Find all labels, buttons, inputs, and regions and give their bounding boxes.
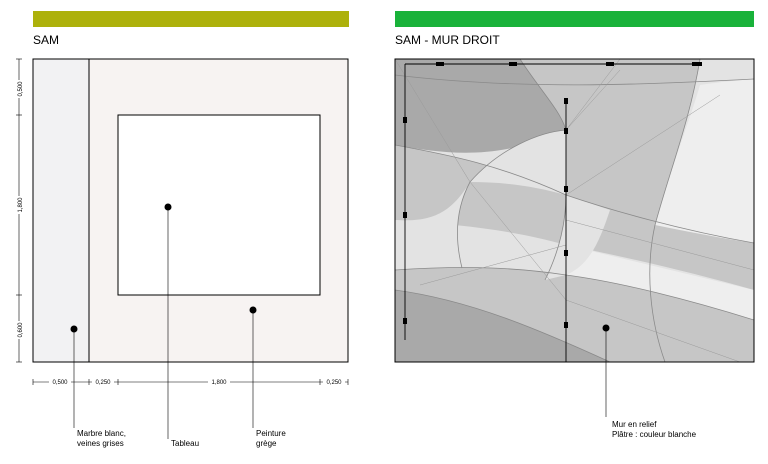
relief-surface-light (470, 130, 566, 195)
relief-surface-lightest (566, 245, 754, 320)
left-panel-title: SAM (33, 33, 60, 47)
right-header-bar (395, 11, 754, 27)
relief-wall-callout-line-2: Plâtre : couleur blanche (612, 430, 697, 439)
left-header-bar (33, 11, 349, 27)
painting-callout: Tableau (171, 439, 199, 449)
paint-callout-line-1: Peinture (256, 429, 286, 438)
marble-strip (32, 58, 90, 363)
paint-callout: Peinture grège (256, 429, 286, 449)
relief-surface-light (395, 182, 470, 268)
relief-surface-lightest (655, 79, 754, 243)
relief-wall-callout-line-1: Mur en relief (612, 420, 657, 429)
relief-wall-frame (394, 58, 755, 363)
marble-callout-line-1: Marbre blanc, (77, 429, 126, 438)
relief-wall-callout: Mur en relief Plâtre : couleur blanche (612, 420, 696, 440)
relief-surface-light (545, 195, 610, 280)
vertical-dim-top: 0,500 (18, 81, 24, 97)
horizontal-dim-1: 0,500 (52, 380, 68, 386)
relief-surface-light (695, 59, 754, 85)
right-panel-title: SAM - MUR DROIT (395, 33, 500, 47)
relief-surface-dark (395, 290, 610, 362)
painting-callout-line-1: Tableau (171, 439, 200, 448)
horizontal-dim-4: 0,250 (326, 380, 342, 386)
paint-callout-line-2: grège (256, 439, 277, 448)
vertical-dim-bottom: 0,600 (18, 322, 24, 338)
marble-callout: Marbre blanc, veines grises (77, 429, 126, 449)
marble-callout-line-2: veines grises (77, 439, 124, 448)
vertical-dim-middle: 1,800 (18, 197, 24, 213)
left-elevation: 0,500 1,800 0,600 0,500 0,250 1,800 0,25… (14, 58, 349, 439)
horizontal-dim-2: 0,250 (95, 380, 111, 386)
horizontal-dim-3: 1,800 (211, 380, 227, 386)
painting-frame (117, 114, 321, 296)
relief-wall-drawing (395, 59, 754, 362)
